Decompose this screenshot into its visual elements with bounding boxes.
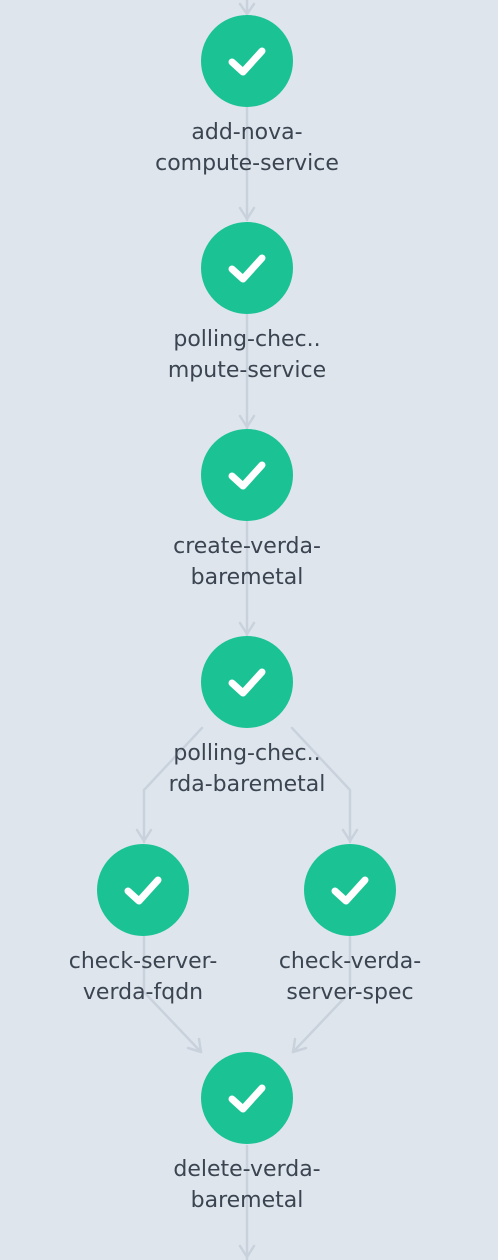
check-icon	[228, 254, 266, 283]
node-label-line: verda-fqdn	[82, 980, 204, 1005]
node-label-line: add-nova-	[191, 120, 303, 145]
node-label-line: rda-baremetal	[168, 772, 326, 797]
node-status-success[interactable]	[201, 15, 293, 107]
node-polling-check-compute-service[interactable]: polling-chec.. mpute-service	[147, 222, 347, 386]
arrow-polling2-to-spec	[341, 828, 359, 843]
node-label-line: check-verda-	[278, 949, 422, 974]
node-status-success[interactable]	[201, 222, 293, 314]
arrow-spec-to-delete	[291, 1037, 308, 1054]
node-create-verda-baremetal[interactable]: create-verda- baremetal	[147, 429, 347, 593]
node-label: check-server- verda-fqdn	[43, 946, 243, 1008]
check-icon	[228, 1084, 266, 1113]
node-label: polling-chec.. rda-baremetal	[147, 738, 347, 800]
node-label-line: compute-service	[155, 151, 339, 176]
node-label-line: polling-chec..	[173, 327, 321, 352]
node-polling-check-verda-baremetal[interactable]: polling-chec.. rda-baremetal	[147, 636, 347, 800]
arrow-outgoing	[238, 1244, 256, 1259]
check-icon	[228, 47, 266, 76]
check-icon	[124, 876, 162, 905]
node-add-nova-compute-service[interactable]: add-nova- compute-service	[147, 15, 347, 179]
edge-spec-to-delete	[291, 934, 352, 1054]
edge-polling2-to-spec	[290, 726, 352, 844]
node-status-success[interactable]	[201, 429, 293, 521]
arrow-polling1-to-create	[238, 414, 256, 429]
check-icon	[228, 668, 266, 697]
arrow-create-to-polling2	[238, 621, 256, 636]
node-label: create-verda- baremetal	[147, 531, 347, 593]
node-label-line: server-spec	[286, 980, 414, 1005]
arrow-incoming	[238, 2, 256, 16]
edge-polling2-to-fqdn	[142, 726, 204, 844]
node-check-server-verda-fqdn[interactable]: check-server- verda-fqdn	[43, 844, 243, 1008]
node-label-line: baremetal	[190, 1188, 304, 1213]
node-label-line: mpute-service	[167, 358, 327, 383]
node-label-line: baremetal	[190, 565, 304, 590]
node-status-success[interactable]	[201, 1052, 293, 1144]
check-icon	[331, 876, 369, 905]
arrow-fqdn-to-delete	[186, 1037, 203, 1054]
node-check-verda-server-spec[interactable]: check-verda- server-spec	[250, 844, 450, 1008]
arrow-add-to-polling1	[238, 206, 256, 221]
node-status-success[interactable]	[201, 636, 293, 728]
edge-fqdn-to-delete	[142, 934, 203, 1054]
node-status-success[interactable]	[304, 844, 396, 936]
node-label: check-verda- server-spec	[250, 946, 450, 1008]
node-label: polling-chec.. mpute-service	[147, 324, 347, 386]
node-status-success[interactable]	[97, 844, 189, 936]
node-label-line: delete-verda-	[173, 1157, 321, 1182]
node-label: delete-verda- baremetal	[147, 1154, 347, 1216]
arrow-polling2-to-fqdn	[135, 828, 153, 843]
node-label-line: polling-chec..	[173, 741, 321, 766]
node-label-line: check-server-	[68, 949, 218, 974]
check-icon	[228, 461, 266, 490]
node-label-line: create-verda-	[173, 534, 321, 559]
node-label: add-nova- compute-service	[147, 117, 347, 179]
node-delete-verda-baremetal[interactable]: delete-verda- baremetal	[147, 1052, 347, 1216]
